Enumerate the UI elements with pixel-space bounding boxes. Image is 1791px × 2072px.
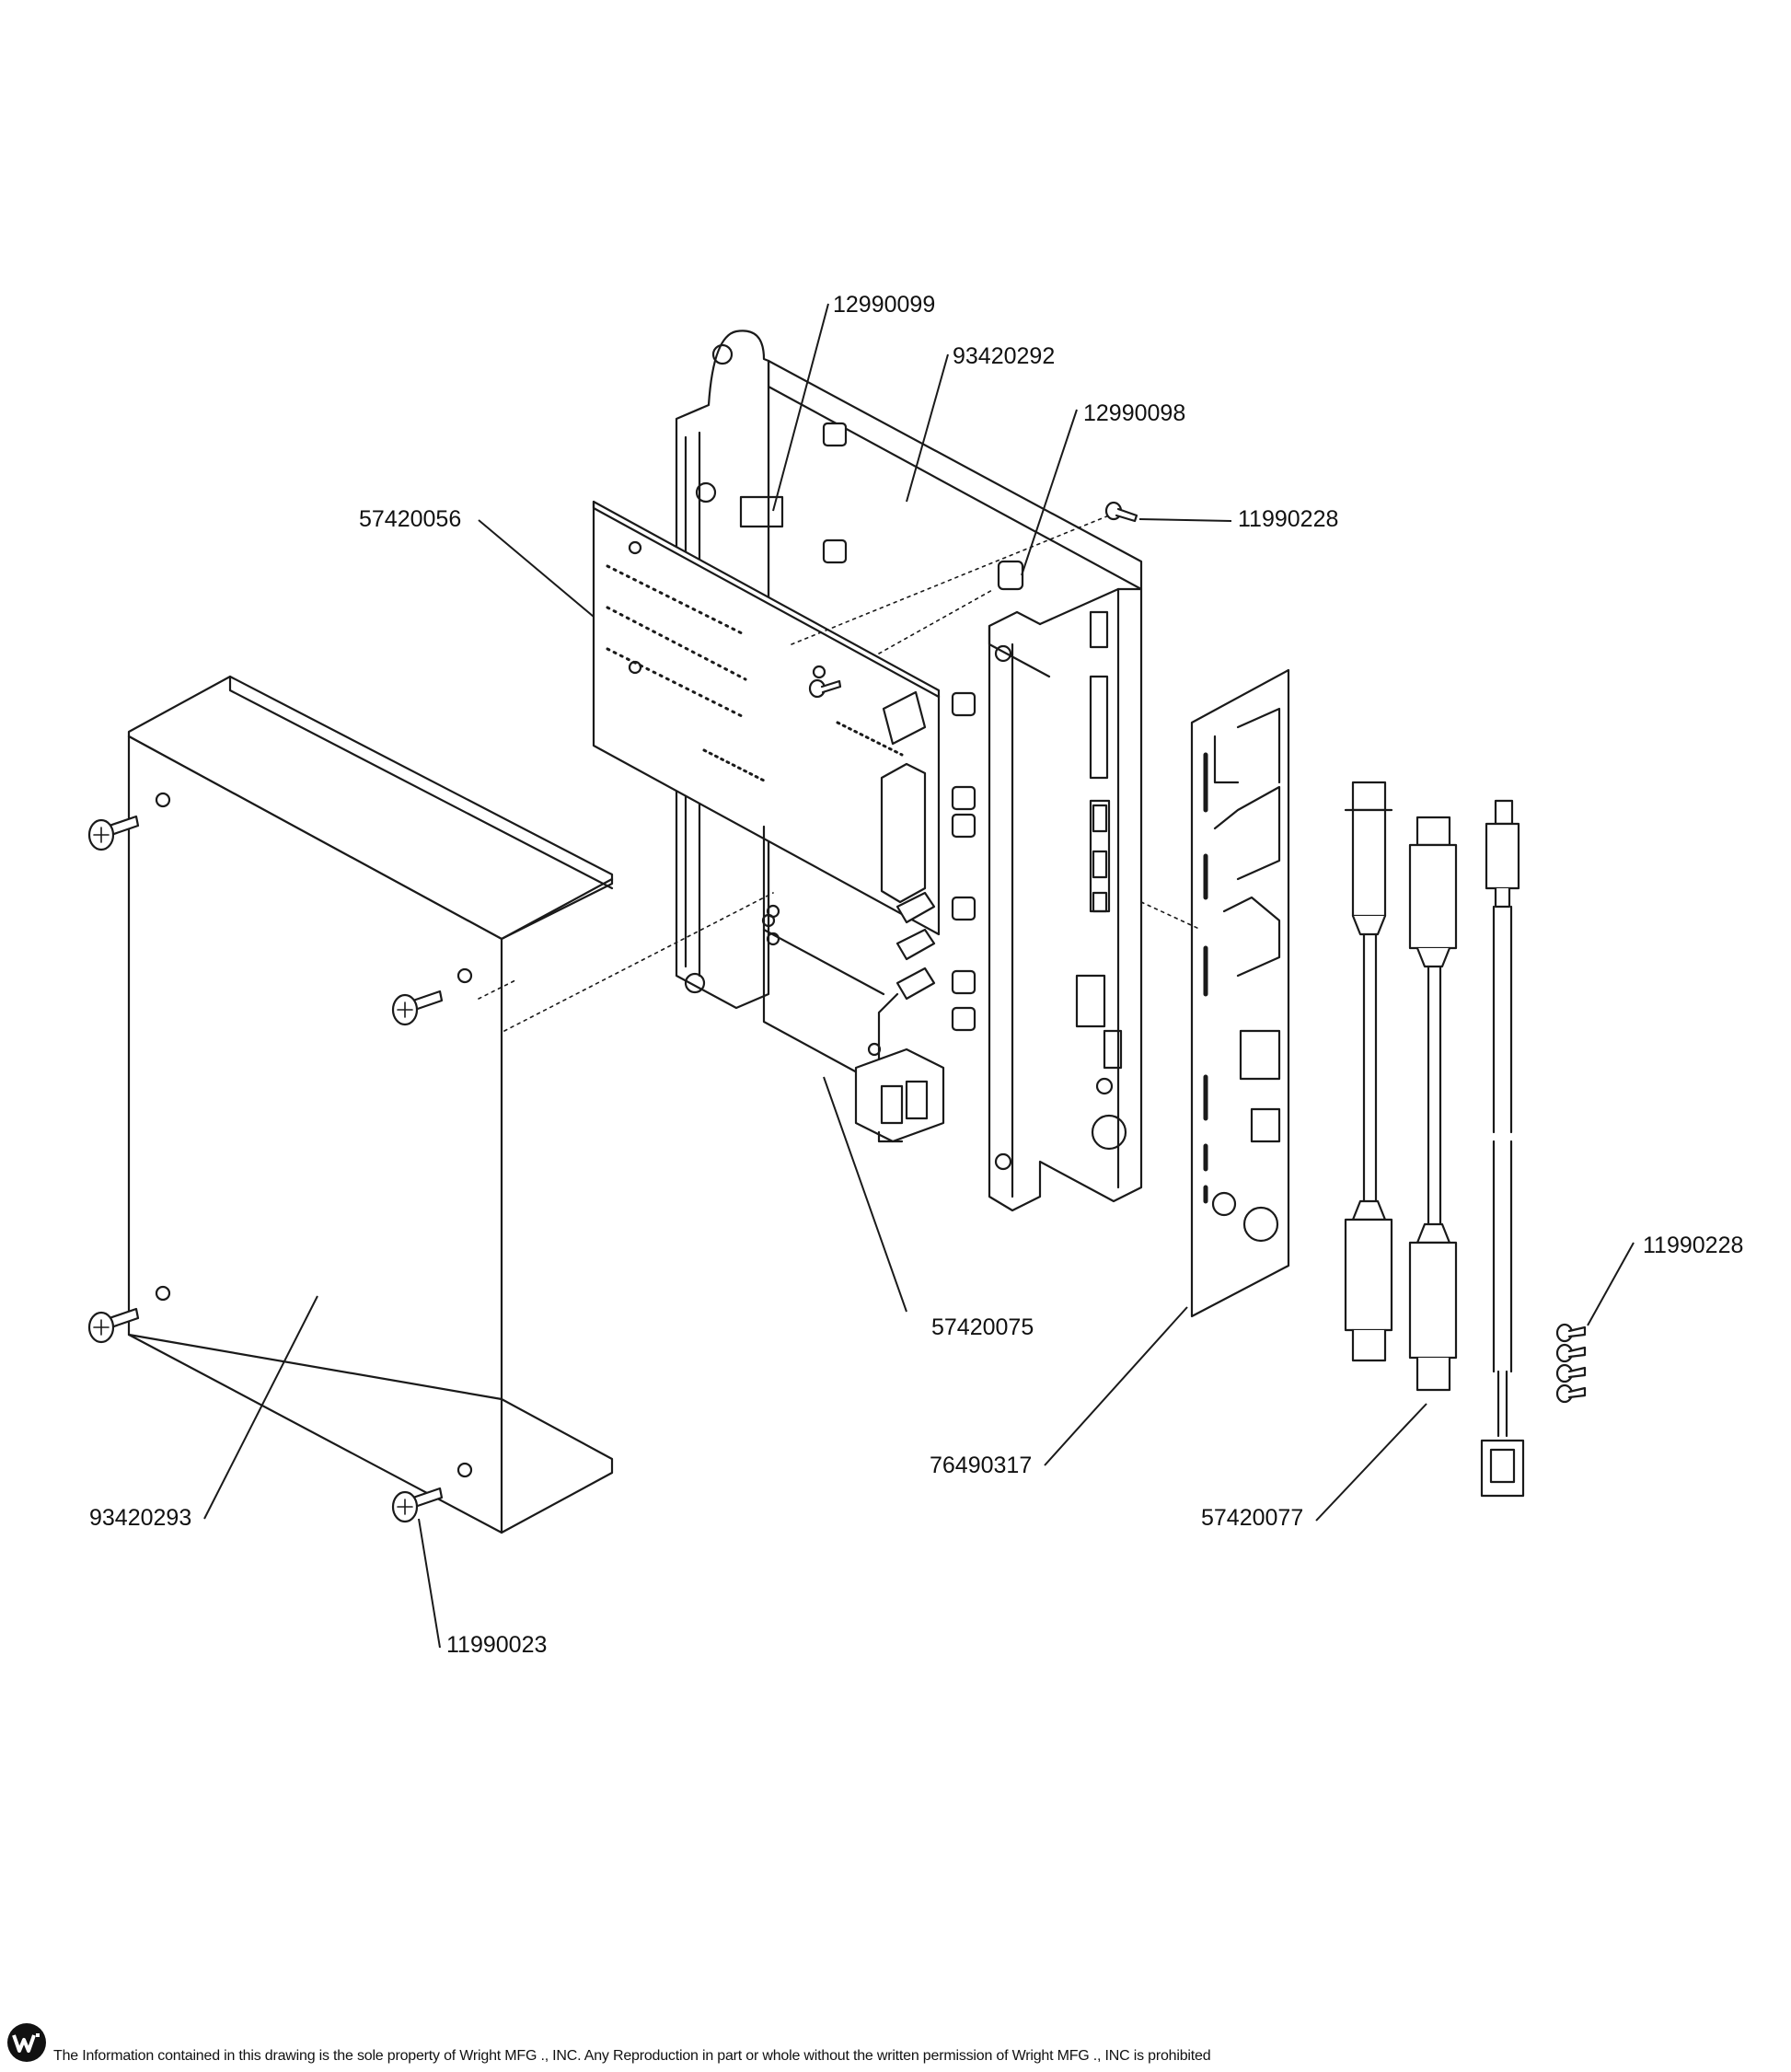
callout-57420075: 57420075 — [931, 1314, 1034, 1340]
callout-11990023: 11990023 — [446, 1632, 547, 1658]
copyright-notice: The Information contained in this drawin… — [53, 2048, 1211, 2064]
leader-c6 — [823, 1076, 907, 1313]
cover-screws — [87, 815, 444, 1523]
leader-c9 — [1315, 1403, 1427, 1522]
callout-57420056: 57420056 — [359, 506, 461, 532]
leader-c8 — [1587, 1242, 1635, 1326]
usb-cable-2 — [1408, 816, 1458, 1392]
callout-57420077: 57420077 — [1201, 1505, 1303, 1531]
daughter-board — [762, 825, 945, 1143]
bracket-screw-top — [1104, 501, 1138, 523]
callout-11990228-top: 11990228 — [1238, 506, 1338, 532]
usb-cable-1 — [1344, 781, 1393, 1362]
leader-c10 — [203, 1295, 318, 1520]
leader-c3 — [1021, 409, 1078, 576]
callout-12990099: 12990099 — [833, 292, 935, 318]
callout-93420293: 93420293 — [89, 1505, 191, 1531]
callout-76490317: 76490317 — [930, 1453, 1032, 1478]
front-cover — [127, 675, 614, 1534]
company-logo — [7, 2023, 46, 2062]
callout-labels: 12990099 93420292 12990098 11990228 5742… — [89, 292, 1743, 1658]
leader-c5 — [478, 519, 595, 618]
leader-lines — [203, 303, 1635, 1649]
alignment-lines — [478, 515, 1202, 1032]
callout-12990098: 12990098 — [1083, 400, 1185, 426]
leader-c1 — [772, 303, 829, 512]
circuit-board — [592, 500, 941, 1001]
callout-93420292: 93420292 — [953, 343, 1055, 369]
callout-11990228-right: 11990228 — [1643, 1233, 1743, 1258]
board-screw — [808, 678, 842, 699]
leader-c2 — [906, 353, 949, 503]
leader-c4 — [1138, 518, 1232, 522]
screw-set — [1555, 1323, 1587, 1404]
faceplate-label — [1190, 668, 1290, 1318]
leader-c11 — [418, 1518, 441, 1649]
leader-c7 — [1044, 1306, 1188, 1466]
mini-usb-cable — [1480, 799, 1525, 1498]
